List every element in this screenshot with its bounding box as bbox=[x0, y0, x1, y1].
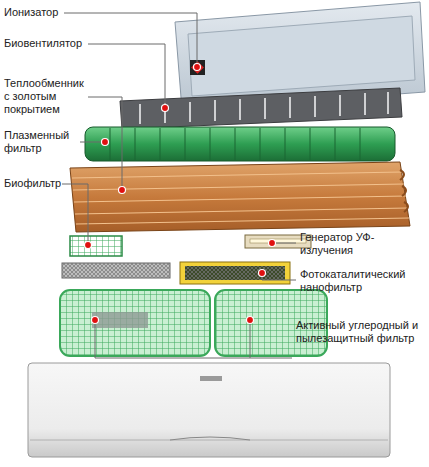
part-label: Теплообменник с золотым покрытием bbox=[4, 77, 88, 116]
part-label: Генератор УФ-излучения bbox=[300, 231, 424, 257]
part-label: Активный углеродный и пылезащитный фильт… bbox=[296, 319, 424, 345]
photocatalytic-filter bbox=[180, 262, 290, 284]
grey-block bbox=[120, 88, 402, 129]
part-label: Фотокаталитический нанофильтр bbox=[300, 268, 424, 294]
heat-exchanger bbox=[70, 162, 410, 232]
part-label: Биовентилятор bbox=[4, 37, 88, 50]
leader-lines bbox=[62, 13, 296, 358]
indoor-unit bbox=[28, 363, 390, 457]
leader-dots bbox=[85, 64, 276, 324]
part-label: Ионизатор bbox=[4, 6, 64, 19]
mesh-strip bbox=[62, 263, 170, 278]
green-fan bbox=[85, 127, 395, 161]
biofilter bbox=[70, 236, 122, 256]
part-label: Плазменный фильтр bbox=[4, 129, 80, 155]
carbon-filters bbox=[60, 290, 327, 356]
part-label: Биофильтр bbox=[4, 177, 62, 190]
